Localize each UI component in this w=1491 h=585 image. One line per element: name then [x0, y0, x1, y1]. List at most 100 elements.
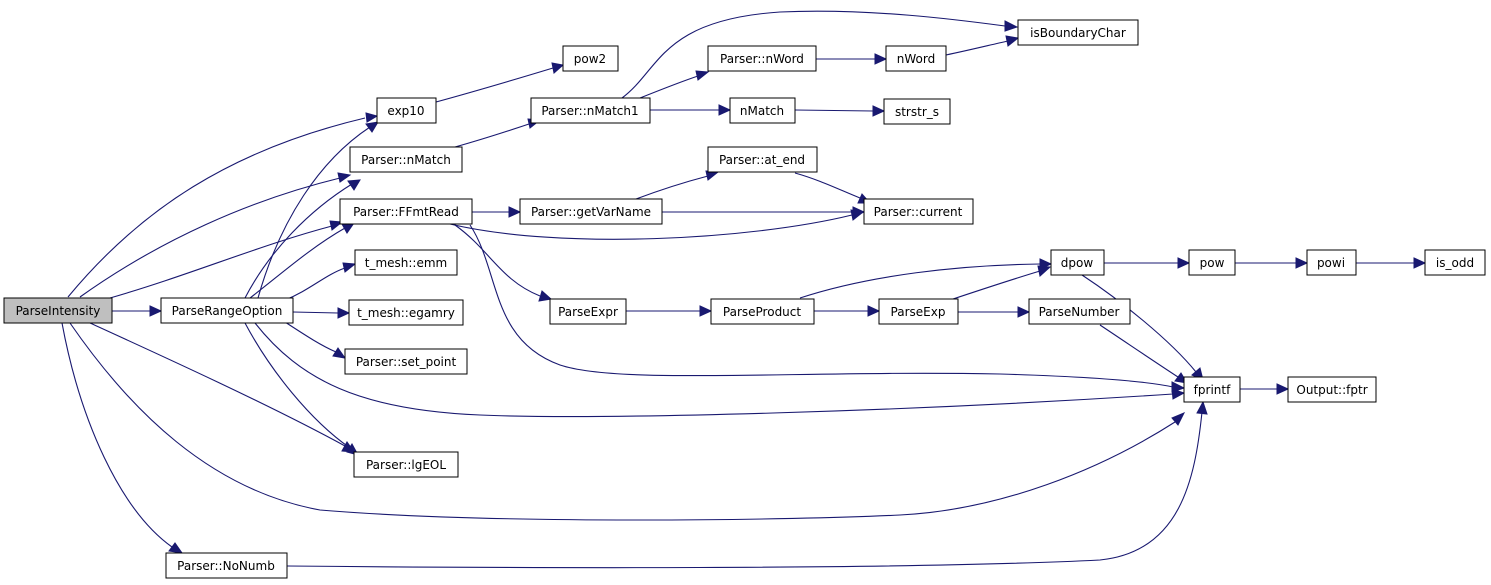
edge-dpow-to-pow — [1104, 257, 1191, 269]
edge-parser-nmatch1-to-nmatch — [650, 104, 732, 116]
node-parser-nonumb[interactable]: Parser::NoNumb — [165, 552, 288, 579]
node-parse-exp[interactable]: ParseExp — [878, 298, 959, 325]
node-label: powi — [1317, 256, 1345, 270]
node-label: nWord — [897, 52, 935, 66]
edge-parse-intensity-to-parser-lgeol — [89, 322, 356, 453]
node-label: Parser::nMatch — [361, 153, 451, 167]
node-parser-lgeol[interactable]: Parser::lgEOL — [353, 451, 459, 478]
node-parser-ffmtread[interactable]: Parser::FFmtRead — [339, 198, 473, 225]
edge-parser-getvarname-to-parser-at-end — [635, 170, 720, 200]
edge-parser-ffmtread-to-parse-expr — [454, 224, 553, 302]
edge-parser-getvarname-to-parser-current — [662, 206, 866, 218]
node-label: Parser::set_point — [356, 355, 457, 369]
edge-parse-intensity-to-parser-nonumb — [61, 322, 184, 554]
node-label: t_mesh::egamry — [357, 306, 455, 320]
node-dpow[interactable]: dpow — [1050, 249, 1105, 276]
node-label: pow2 — [574, 52, 606, 66]
nodes-layer: ParseIntensity ParseRangeOption exp10 po… — [3, 19, 1486, 579]
edge-parse-range-option-to-parser-set-point — [284, 321, 347, 359]
node-t-mesh-emm[interactable]: t_mesh::emm — [354, 249, 458, 276]
node-parse-product[interactable]: ParseProduct — [710, 298, 815, 325]
node-label: ParseIntensity — [16, 304, 101, 318]
edge-parse-intensity-to-fprintf — [69, 322, 1186, 521]
node-label: Parser::NoNumb — [177, 559, 275, 573]
edge-parse-expr-to-parse-product — [626, 305, 713, 317]
node-parser-current[interactable]: Parser::current — [863, 198, 974, 225]
node-t-mesh-egamry[interactable]: t_mesh::egamry — [348, 299, 464, 326]
edge-nmatch-to-strstr-s — [794, 105, 886, 117]
edge-parser-nword-to-nword — [816, 53, 888, 65]
node-label: ParseProduct — [723, 305, 801, 319]
node-label: ParseExpr — [558, 305, 618, 319]
edge-parse-range-option-to-t-mesh-emm — [284, 262, 357, 301]
node-label: nMatch — [740, 104, 784, 118]
node-is-odd[interactable]: is_odd — [1424, 249, 1486, 276]
node-label: Parser::current — [874, 205, 963, 219]
node-pow[interactable]: pow — [1188, 249, 1236, 276]
edge-parse-intensity-to-exp10 — [67, 112, 379, 298]
node-label: fprintf — [1194, 383, 1231, 397]
edge-fprintf-to-output-fptr — [1240, 383, 1290, 395]
edge-parse-product-to-dpow — [799, 258, 1053, 299]
node-label: dpow — [1061, 256, 1094, 270]
node-parse-range-option[interactable]: ParseRangeOption — [160, 297, 294, 324]
edge-parse-intensity-to-parser-nmatch — [79, 172, 352, 298]
edge-parser-nmatch-to-parser-nmatch1 — [454, 118, 542, 148]
node-label: Parser::getVarName — [531, 205, 651, 219]
node-label: Output::fptr — [1296, 383, 1367, 397]
node-exp10[interactable]: exp10 — [376, 97, 437, 124]
node-parse-intensity[interactable]: ParseIntensity — [3, 297, 113, 324]
edge-pow-to-powi — [1235, 257, 1309, 269]
edge-parser-nonumb-to-fprintf — [286, 400, 1208, 569]
edge-parse-product-to-parse-exp — [814, 305, 881, 317]
edge-parse-intensity-to-parse-range-option — [112, 305, 163, 317]
node-label: ParseRangeOption — [172, 304, 283, 318]
edge-dpow-to-fprintf — [1081, 274, 1204, 381]
edge-parser-nmatch1-to-is-boundary-char — [621, 10, 1019, 99]
edge-parse-range-option-to-t-mesh-egamry — [292, 307, 351, 319]
node-label: Parser::at_end — [719, 153, 805, 167]
node-is-boundary-char[interactable]: isBoundaryChar — [1017, 19, 1139, 46]
node-parser-set-point[interactable]: Parser::set_point — [344, 348, 468, 375]
edge-parser-ffmtread-to-fprintf — [469, 224, 1186, 393]
edge-parser-nmatch1-to-parser-nword — [639, 70, 710, 99]
node-nword[interactable]: nWord — [885, 45, 947, 72]
edge-parse-range-option-to-exp10 — [257, 121, 379, 299]
node-label: Parser::nMatch1 — [541, 104, 638, 118]
node-parser-nword[interactable]: Parser::nWord — [707, 45, 817, 72]
node-parser-getvarname[interactable]: Parser::getVarName — [519, 198, 663, 225]
node-label: Parser::nWord — [720, 52, 804, 66]
edges-layer — [61, 10, 1427, 569]
node-parser-nmatch1[interactable]: Parser::nMatch1 — [530, 97, 651, 124]
edge-powi-to-is-odd — [1356, 257, 1427, 269]
node-label: exp10 — [387, 104, 424, 118]
edge-parse-exp-to-parse-number — [958, 306, 1031, 318]
edge-parse-exp-to-dpow — [949, 265, 1052, 301]
node-strstr-s[interactable]: strstr_s — [883, 98, 951, 125]
edge-parse-number-to-fprintf — [1099, 324, 1188, 384]
node-parser-at-end[interactable]: Parser::at_end — [707, 146, 818, 173]
edge-parser-ffmtread-to-parser-getvarname — [472, 206, 522, 218]
node-nmatch[interactable]: nMatch — [729, 97, 796, 124]
node-label: ParseExp — [891, 305, 946, 319]
node-label: strstr_s — [895, 105, 939, 119]
edge-parse-range-option-to-parser-nmatch — [244, 179, 361, 299]
node-fprintf[interactable]: fprintf — [1183, 376, 1241, 403]
node-label: is_odd — [1436, 256, 1474, 270]
node-parse-expr[interactable]: ParseExpr — [549, 298, 627, 325]
node-label: pow — [1200, 256, 1225, 270]
node-label: isBoundaryChar — [1030, 26, 1126, 40]
node-parse-number[interactable]: ParseNumber — [1028, 298, 1131, 325]
edge-parser-at-end-to-parser-current — [794, 172, 872, 204]
edge-nword-to-is-boundary-char — [945, 35, 1020, 56]
node-parser-nmatch[interactable]: Parser::nMatch — [349, 146, 463, 173]
node-output-fptr[interactable]: Output::fptr — [1287, 376, 1377, 403]
node-pow2[interactable]: pow2 — [562, 45, 619, 72]
node-label: Parser::lgEOL — [366, 458, 446, 472]
node-label: Parser::FFmtRead — [353, 205, 459, 219]
node-label: t_mesh::emm — [365, 256, 447, 270]
edge-exp10-to-pow2 — [435, 62, 565, 103]
node-powi[interactable]: powi — [1306, 249, 1357, 276]
node-label: ParseNumber — [1039, 305, 1120, 319]
